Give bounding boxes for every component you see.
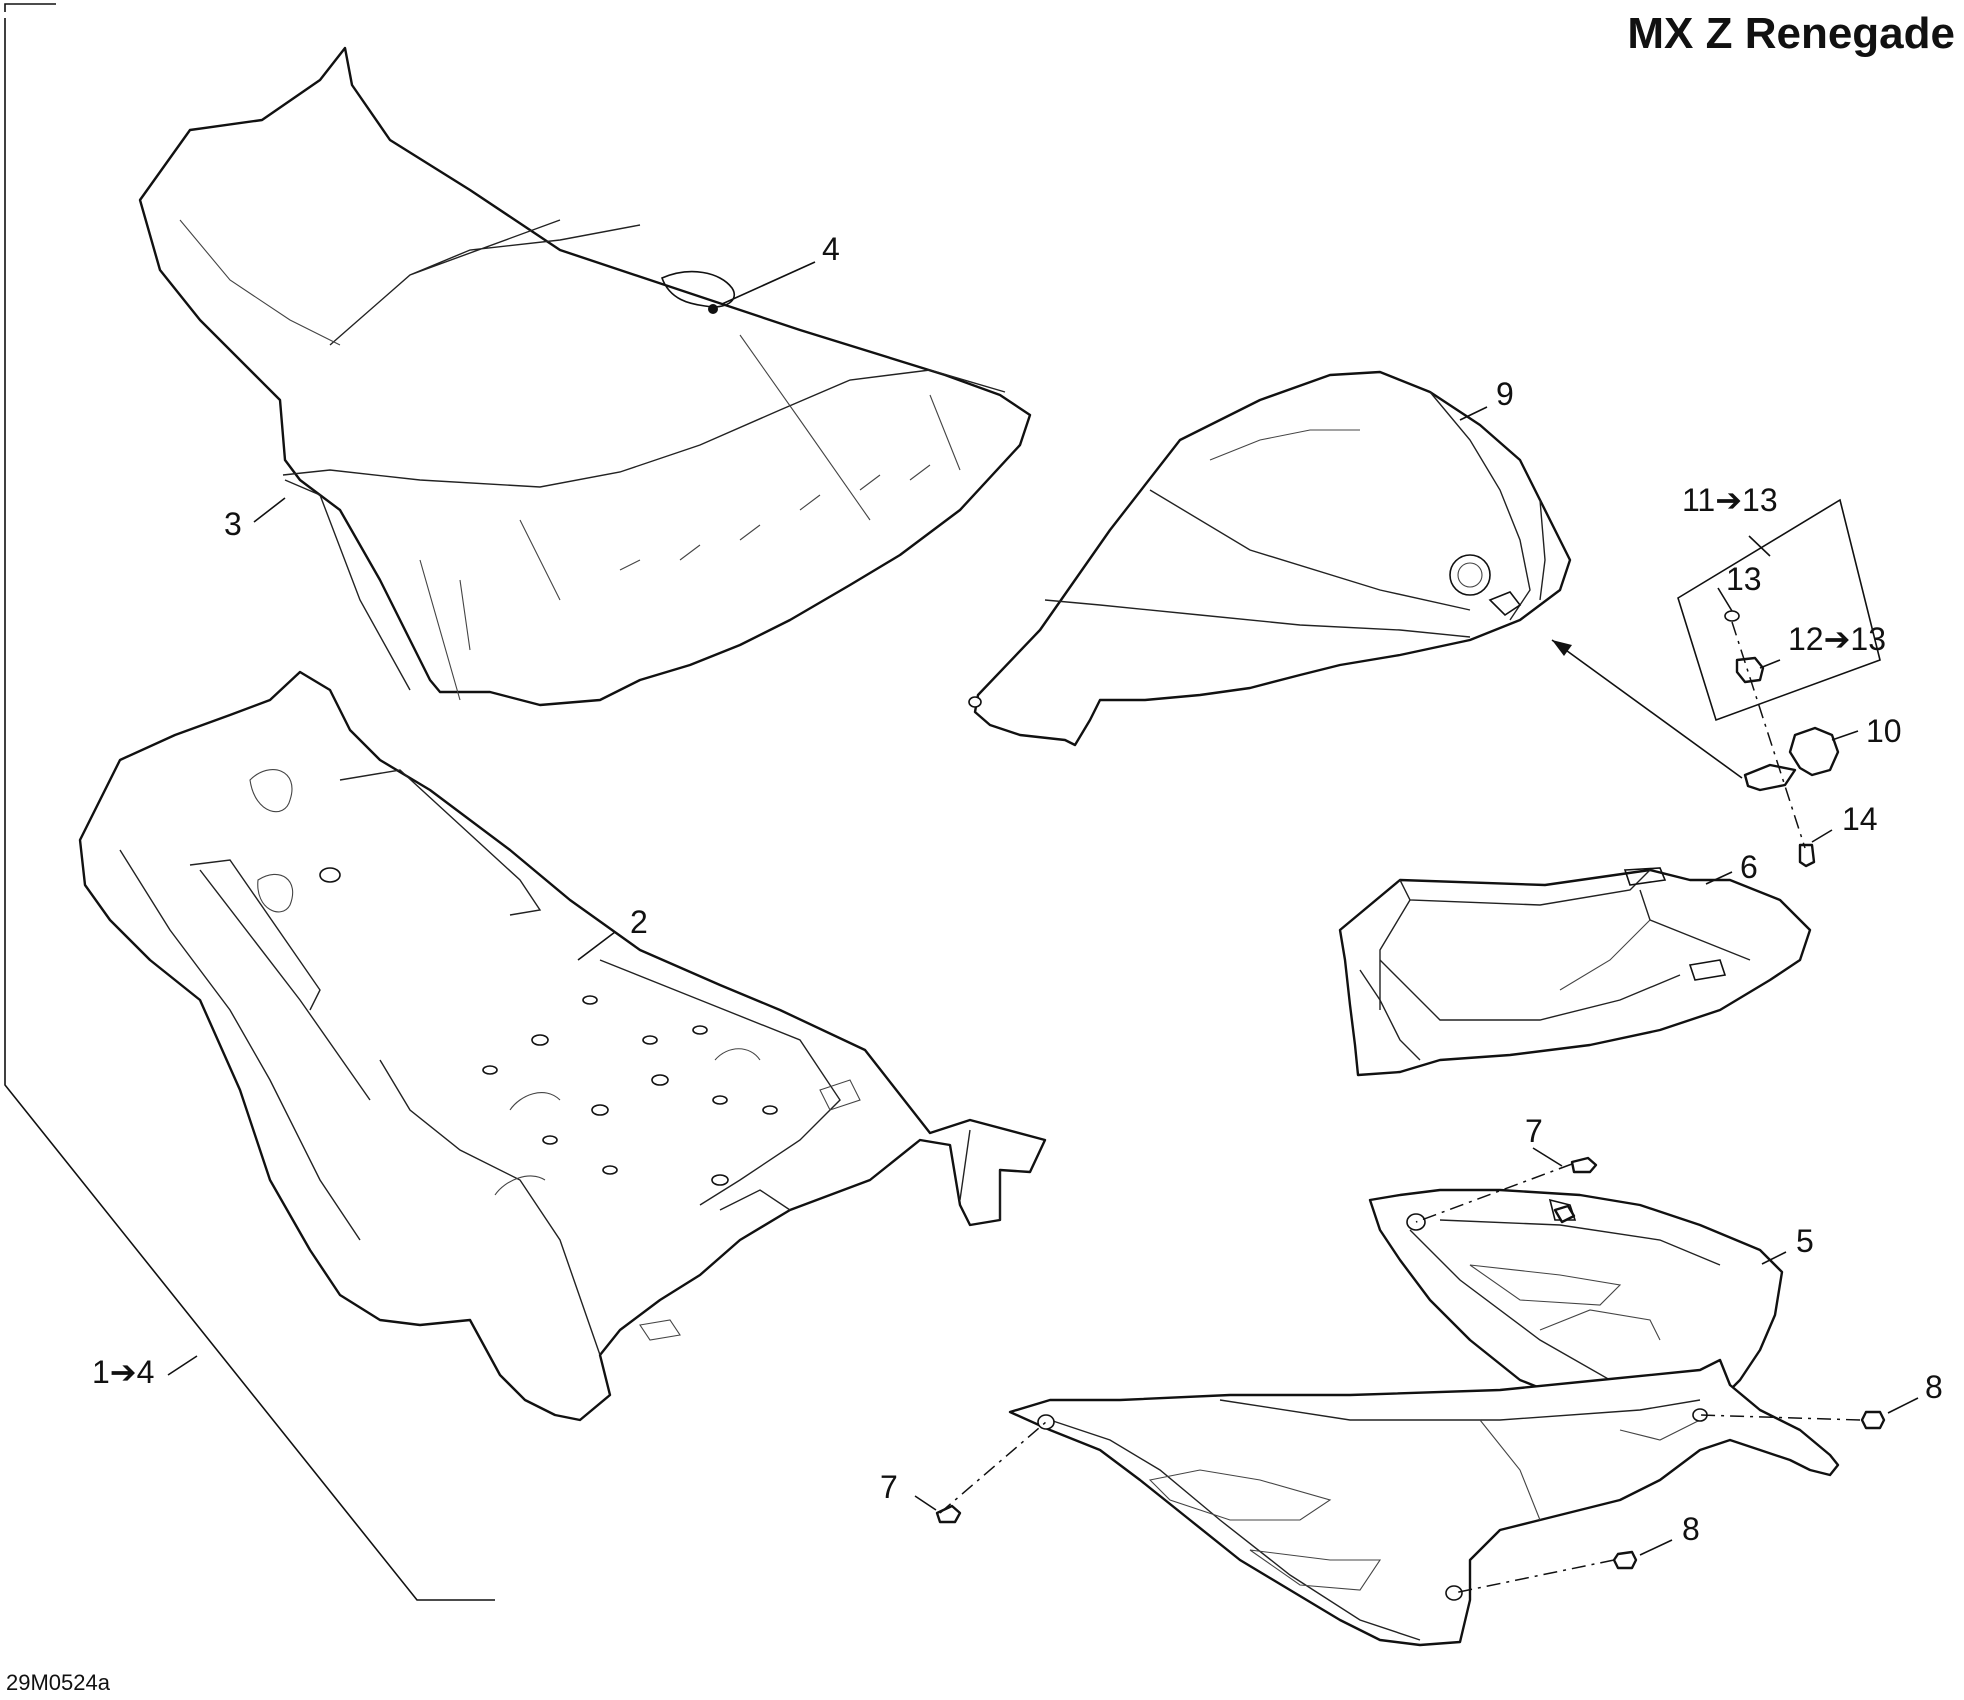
leader-lines [167,261,1919,1556]
hardware-group [935,610,1886,1570]
callout-13: 13 [1726,561,1762,597]
nut-8-right [1860,1410,1886,1430]
diagram-title: MX Z Renegade [1627,9,1955,58]
seat-emblem-dot [708,304,718,314]
callout-1-to-4: 1➔4 [92,1354,154,1390]
corner-mark [4,3,56,12]
side-panel-part [1008,1188,1840,1647]
callout-12-to-13: 12➔13 [1788,621,1886,657]
storage-tray-part [1338,867,1812,1077]
assembly-lines [939,621,1861,1594]
callout-8-right: 8 [1925,1369,1943,1405]
seat-base-boss [319,867,341,883]
screw-14 [1798,843,1816,868]
figure-code: 29M0524a [6,1670,111,1695]
callout-7-upper: 7 [1525,1113,1543,1149]
callout-5: 5 [1796,1223,1814,1259]
callout-6: 6 [1740,849,1758,885]
storage-cover-logo [1449,554,1491,596]
callout-14: 14 [1842,801,1878,837]
nut-13 [1724,610,1740,622]
screw-7-upper [1570,1156,1598,1174]
assembly-bracket [4,18,495,1601]
latch-10 [1788,726,1840,777]
clip-12 [1735,656,1765,684]
callout-7-lower: 7 [880,1469,898,1505]
callout-4: 4 [822,231,840,267]
nut-8-lower [1612,1550,1638,1570]
callouts: 4 3 2 9 11➔13 13 12➔13 10 14 6 7 5 8 7 8… [92,231,1943,1547]
callout-8-lower: 8 [1682,1511,1700,1547]
callout-9: 9 [1496,376,1514,412]
kit-box [1677,498,1881,722]
screw-7-lower [935,1504,962,1524]
callout-11-to-13: 11➔13 [1682,482,1778,518]
callout-2: 2 [630,904,648,940]
storage-cover-part [968,370,1572,747]
seat-base-part [78,670,1047,1422]
callout-3: 3 [224,506,242,542]
arrow-head [1552,640,1572,656]
seat-cushion-part [138,46,1032,707]
callout-10: 10 [1866,713,1902,749]
